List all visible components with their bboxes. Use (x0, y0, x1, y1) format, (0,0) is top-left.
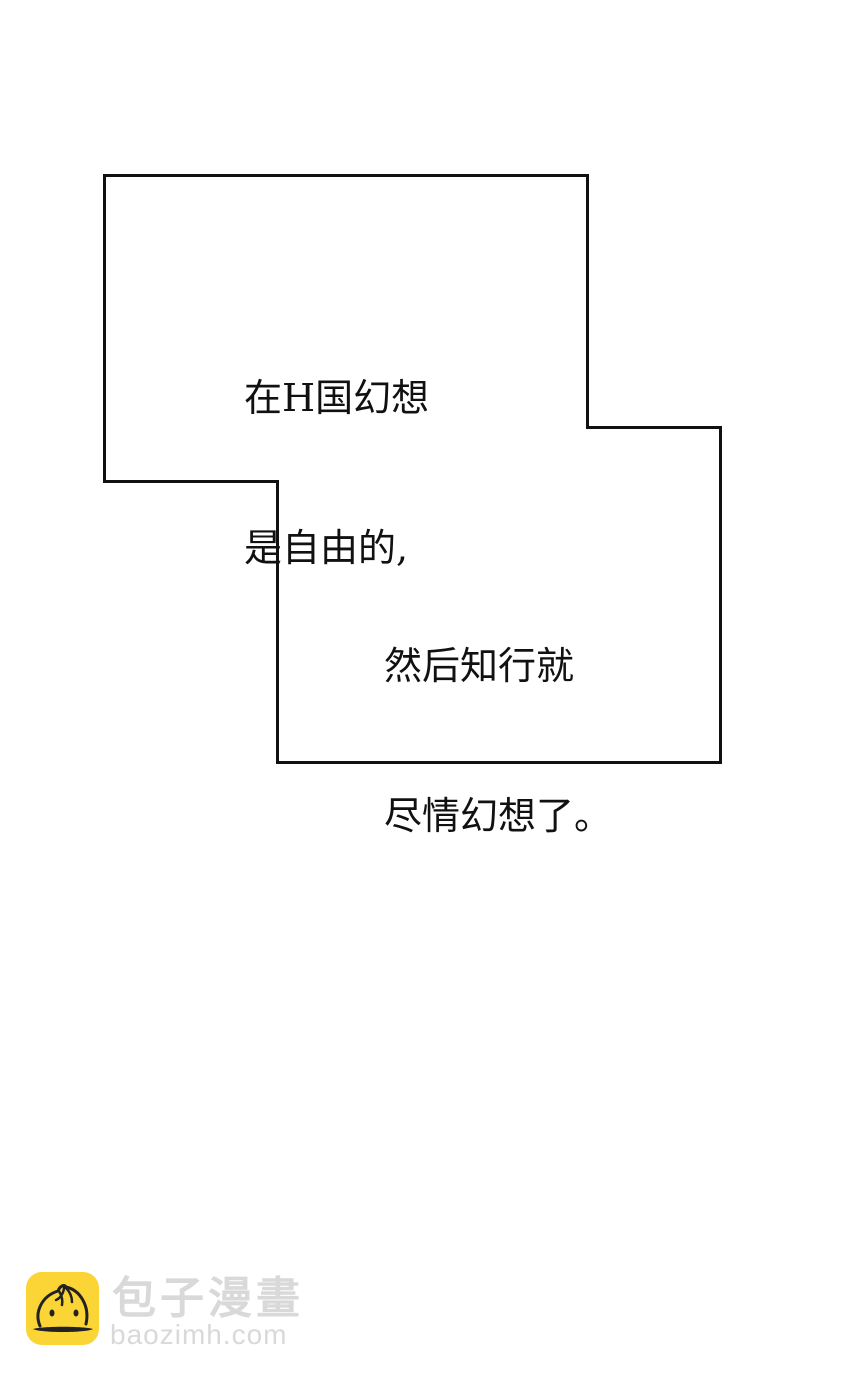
caption-top-line-1: 在H国幻想 (244, 376, 430, 420)
watermark: 包子漫畫 baozimh.com (26, 1272, 326, 1352)
steamed-bun-icon (26, 1272, 99, 1345)
caption-bottom-line-1: 然后知行就 (384, 644, 575, 688)
caption-bottom: 然后知行就 尽情幻想了。 (384, 541, 612, 891)
caption-top: 在H国幻想 是自由的, (244, 273, 429, 623)
caption-bottom-line-2: 尽情幻想了。 (384, 794, 613, 838)
watermark-title: 包子漫畫 (112, 1273, 304, 1324)
caption-top-line-2: 是自由的, (244, 526, 409, 570)
watermark-url: baozimh.com (110, 1319, 288, 1350)
